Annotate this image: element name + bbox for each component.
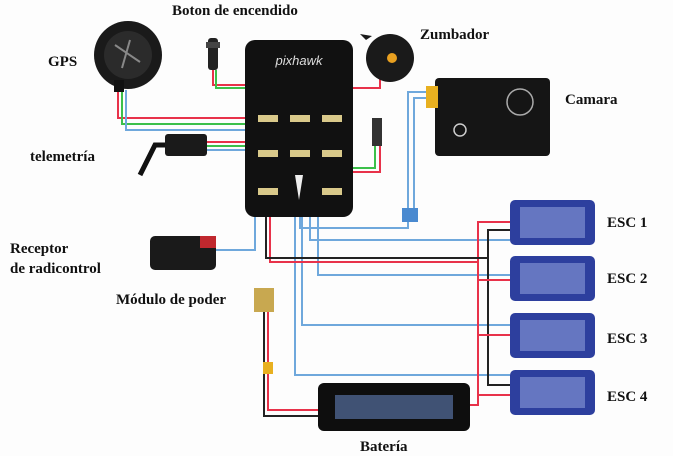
camera: [426, 78, 550, 156]
power-button: [206, 38, 220, 70]
label-receiver-line1: Receptor: [10, 241, 69, 257]
battery: [318, 383, 470, 431]
rc-receiver: [150, 236, 216, 270]
power-module: [254, 288, 274, 374]
wire-power-red: [269, 215, 510, 263]
telemetry-radio: [137, 134, 207, 177]
esc-modules: [510, 200, 595, 415]
wire-esc4-signal: [294, 215, 510, 376]
gps-module: [94, 21, 162, 92]
wire-esc2-signal: [317, 215, 510, 276]
pixhawk-flight-controller: pixhawk: [245, 40, 353, 217]
wire-camera-blue2: [413, 97, 435, 210]
wire-battery-black: [263, 310, 318, 417]
camera-connector: [402, 208, 418, 222]
label-receiver-line2: de radicontrol: [10, 261, 101, 277]
wire-camera-out: [299, 215, 409, 229]
label-power-module: Módulo de poder: [116, 292, 227, 308]
wire-battery-out: [470, 395, 479, 406]
label-esc3: ESC 3: [607, 331, 648, 347]
label-gps: GPS: [48, 54, 78, 70]
label-buzzer: Zumbador: [420, 27, 490, 43]
wire-camera-blue: [407, 91, 435, 210]
buzzer: [360, 34, 414, 82]
wire-receiver: [215, 215, 256, 251]
wire-esc-bus-black: [487, 258, 510, 386]
label-esc2: ESC 2: [607, 271, 648, 287]
label-power-button: Boton de encendido: [172, 3, 298, 19]
label-esc1: ESC 1: [607, 215, 648, 231]
label-esc4: ESC 4: [607, 389, 648, 405]
label-battery: Batería: [360, 439, 408, 455]
label-camera: Camara: [565, 92, 618, 108]
wire-battery-red: [267, 310, 318, 411]
label-telemetry: telemetría: [30, 149, 95, 165]
wire-esc3-signal: [301, 215, 510, 326]
wire-esc1-signal: [309, 215, 510, 241]
pixhawk-logo: pixhawk: [275, 53, 324, 68]
i2c-connector: [372, 118, 382, 146]
